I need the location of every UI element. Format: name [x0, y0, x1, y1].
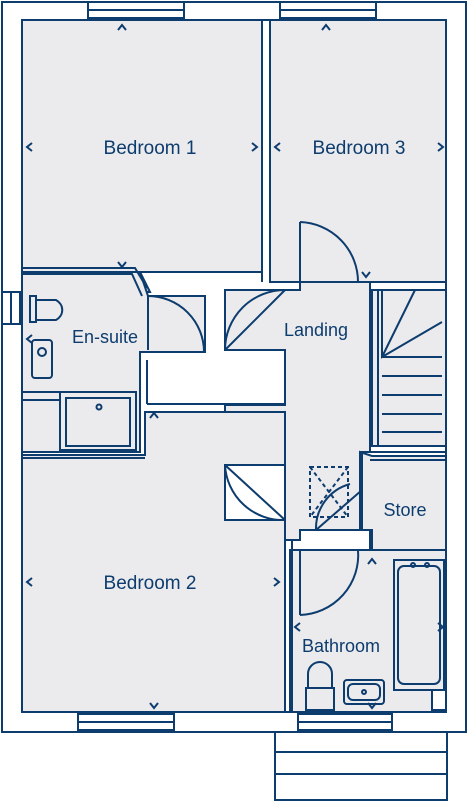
loft-hatch: [309, 466, 349, 518]
marker-bathroom-bottom: [367, 702, 377, 710]
window-bath-side: [431, 689, 447, 711]
label-bedroom-3: Bedroom 3: [313, 138, 406, 159]
marker-bed3-top: [321, 23, 331, 31]
stairs-floor: [371, 289, 447, 447]
ensuite-toilet: [29, 295, 64, 323]
label-store: Store: [383, 500, 426, 520]
ensuite-door: [147, 295, 205, 353]
marker-bed1-bottom: [117, 261, 127, 269]
marker-bathroom-left: [293, 622, 301, 632]
porch-roof: [274, 731, 448, 801]
ensuite-shower: [59, 391, 137, 451]
bath-tub: [393, 559, 445, 691]
bed1-door: [224, 289, 286, 351]
marker-bathroom-right: [437, 622, 445, 632]
wall-bed2-right: [284, 520, 293, 712]
label-bedroom-2: Bedroom 2: [104, 573, 197, 594]
bathroom-basin: [343, 679, 385, 705]
marker-bed3-right: [437, 142, 445, 152]
wall-ensuite-top: [22, 267, 148, 297]
marker-bed1-right: [251, 142, 259, 152]
loft-hatch-cross: [309, 466, 349, 518]
marker-bed3-bottom: [361, 271, 371, 279]
marker-bed2-left: [25, 577, 33, 587]
bed2-door: [224, 464, 286, 522]
label-bedroom-1: Bedroom 1: [104, 138, 197, 159]
wall-bed1-bed3: [261, 20, 271, 282]
label-bathroom: Bathroom: [302, 636, 380, 656]
bathroom-toilet: [305, 661, 335, 711]
marker-bed2-right: [273, 577, 281, 587]
store-door: [314, 483, 363, 531]
marker-bed1-top: [117, 23, 127, 31]
marker-bed2-bottom: [149, 702, 159, 710]
wall-exterior-inner: [21, 19, 447, 712]
marker-bed1-left: [25, 142, 33, 152]
stairs-treads: [381, 289, 443, 433]
wall-landing-left: [147, 349, 286, 466]
marker-bed3-left: [273, 142, 281, 152]
label-ensuite: En-suite: [72, 327, 138, 347]
bed3-door: [299, 221, 359, 283]
ensuite-basin: [31, 339, 53, 379]
wall-ensuite-right: [139, 352, 148, 452]
wall-ensuite-bottom: [22, 451, 145, 459]
marker-ensuite-left: [25, 334, 33, 344]
marker-ensuite-bottom: [149, 411, 159, 419]
marker-bathroom-top: [367, 557, 377, 565]
label-landing: Landing: [284, 320, 348, 340]
wall-stairs: [369, 290, 446, 452]
bathroom-door: [299, 549, 360, 616]
